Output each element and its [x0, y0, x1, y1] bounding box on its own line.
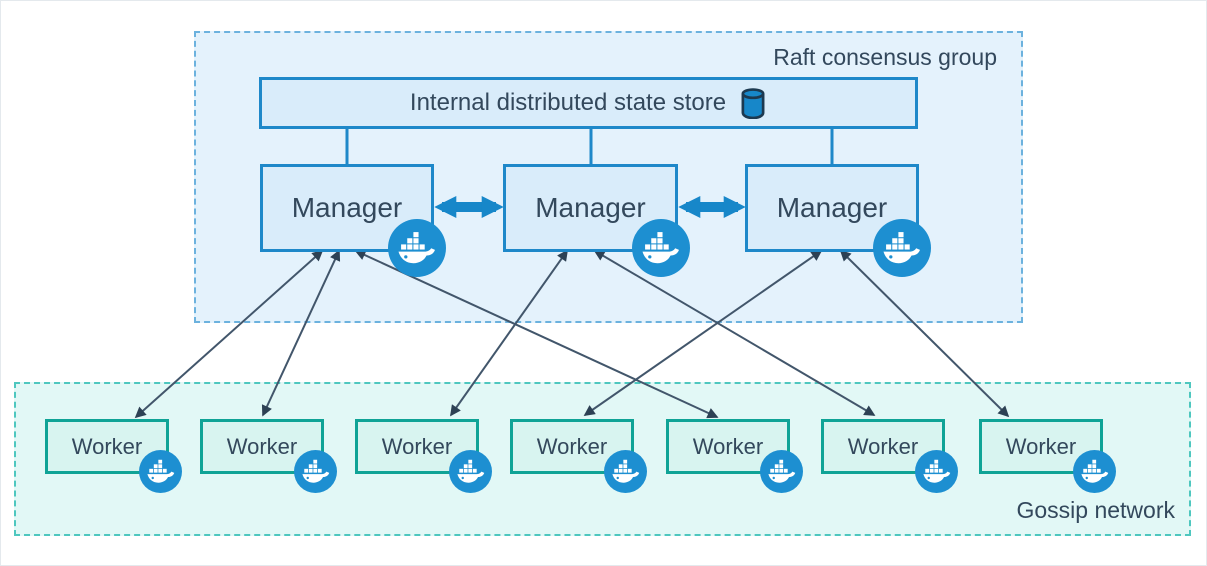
worker-node-6: Worker [821, 419, 958, 493]
worker-label: Worker [1005, 433, 1077, 459]
docker-badge [139, 450, 182, 493]
manager-label: Manager [291, 192, 403, 223]
docker-whale-icon [883, 231, 921, 265]
worker-node-4: Worker [510, 419, 647, 493]
edge-manager1-worker2 [261, 249, 341, 417]
worker-node-2: Worker [200, 419, 337, 493]
docker-badge [632, 219, 690, 277]
docker-whale-icon [612, 459, 640, 484]
worker-label: Worker [71, 433, 143, 459]
docker-badge [873, 219, 931, 277]
worker-label: Worker [536, 433, 608, 459]
worker-node-3: Worker [355, 419, 492, 493]
worker-label: Worker [226, 433, 298, 459]
docker-whale-icon [1081, 459, 1109, 484]
manager-label: Manager [776, 192, 888, 223]
manager-node-2: Manager [503, 164, 690, 277]
docker-whale-icon [302, 459, 330, 484]
docker-whale-icon [147, 459, 175, 484]
worker-label: Worker [381, 433, 453, 459]
database-cylinder-icon [739, 88, 767, 119]
worker-label: Worker [847, 433, 919, 459]
docker-badge [388, 219, 446, 277]
edge-manager1-worker1 [134, 249, 324, 419]
manager-label: Manager [535, 192, 646, 223]
edge-manager2-worker3 [450, 249, 568, 417]
manager-node-1: Manager [260, 164, 446, 277]
state-store-box: Internal distributed state store [259, 77, 918, 129]
docker-badge [760, 450, 803, 493]
docker-badge [915, 450, 958, 493]
edge-manager2-worker6 [593, 250, 876, 416]
raft-group-label: Raft consensus group [773, 44, 997, 70]
worker-node-5: Worker [666, 419, 803, 493]
edge-manager3-worker7 [839, 249, 1010, 418]
docker-whale-icon [398, 231, 436, 265]
manager-node-3: Manager [745, 164, 931, 277]
gossip-network-label: Gossip network [1016, 497, 1175, 523]
docker-whale-icon [457, 459, 485, 484]
worker-node-7: Worker [979, 419, 1116, 493]
state-store-label: Internal distributed state store [409, 89, 727, 116]
edge-manager3-worker4 [583, 250, 823, 416]
worker-node-1: Worker [45, 419, 182, 493]
docker-badge [294, 450, 337, 493]
docker-whale-icon [642, 231, 680, 265]
docker-whale-icon [768, 459, 796, 484]
docker-badge [604, 450, 647, 493]
worker-label: Worker [692, 433, 764, 459]
docker-badge [449, 450, 492, 493]
docker-badge [1073, 450, 1116, 493]
docker-whale-icon [923, 459, 951, 484]
